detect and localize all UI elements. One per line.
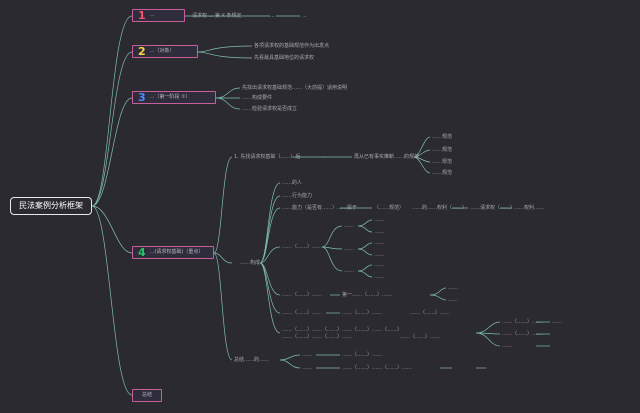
branch-4[interactable]: 4 ...(请求权基础)（重点） — [132, 246, 214, 259]
b4-row-a-3: …… — [448, 285, 458, 291]
b4-row-c-2: ……（……）……（……）…… — [282, 334, 353, 340]
b1-child-2: ... — [270, 13, 275, 19]
b4-mid-2: ……行为能力 — [282, 193, 313, 199]
b4-row-c-far-1: …… — [552, 319, 562, 325]
branch-4-number: 4 — [138, 246, 146, 259]
b4-top-leaf-3: ……规范 — [432, 159, 453, 165]
b4-row-c-right-3: …… — [502, 343, 512, 349]
b4-bottom-1: …… — [302, 352, 312, 358]
b4-mid-4: ……（……）…… — [282, 244, 323, 250]
branch-2-number: 2 — [138, 45, 146, 58]
b4-row-c-right-2: ……（……）…… — [502, 331, 543, 337]
branch-3-label: ...（第一阶段 ①） — [149, 94, 191, 100]
b1-child-1: 请求权 ... 第 X 条规定 — [192, 13, 242, 19]
b2-child-1: 各项请求权的基础规范作为出发点 — [254, 43, 330, 49]
branch-1-number: 1 — [138, 9, 146, 22]
b4-row-b-3: ……（……）…… — [410, 310, 451, 316]
b2-child-2: 先看最具基础地位的请求权 — [254, 55, 315, 61]
b3-child-1: 先找出请求权基础规范……（大前提）适用说明 — [242, 85, 348, 91]
branch-2[interactable]: 2 ...（对象） — [132, 45, 198, 58]
b4-row-a-2: 第一……（……）…… — [342, 292, 393, 298]
b4-tree-8: …… — [374, 262, 384, 268]
b4-row-a-4: …… — [448, 297, 458, 303]
b4-tree-5: …… — [374, 229, 384, 235]
b4-row-c-right-1: ……（……）…… — [502, 319, 543, 325]
b4-bottom-3: …… — [302, 365, 312, 371]
branch-1[interactable]: 1 ... — [132, 9, 185, 22]
b4-tree-2: …… — [344, 246, 354, 252]
branch-3[interactable]: 3 ...（第一阶段 ①） — [132, 91, 216, 104]
b4-tree-9: …… — [374, 274, 384, 280]
b4-bottom-4: ……（……）……（……）…… — [342, 365, 413, 371]
b4-row-c-1: ……（……）……（……）……（……）……（……） — [282, 327, 403, 333]
branch-1-label: ... — [149, 12, 155, 18]
b4-tree-3: …… — [344, 268, 354, 274]
b4-chain-1: （……规范） — [374, 205, 405, 211]
b4-row-a-1: ……（……）…… — [282, 292, 323, 298]
b4-top-leaf-2: ……规范 — [432, 147, 453, 153]
b4-row-c-3: ……（……）…… — [400, 334, 441, 340]
b4-mid-3: ……能力（是否有……）……属于 — [282, 205, 358, 211]
b4-tree-root: ……构成 — [240, 260, 261, 266]
b4-tree-4: …… — [374, 217, 384, 223]
b4-top-3: 再从已有事实推断……的规范 — [354, 154, 420, 160]
b4-tree-1: …… — [344, 223, 354, 229]
b4-top-1: 1. 先找请求权基础（……）后 — [234, 154, 301, 160]
b4-chain-3: ……请求权（……） — [470, 205, 516, 211]
b4-bottom-2: ……（……）…… — [342, 352, 383, 358]
b4-top-leaf-4: ……规范 — [432, 170, 453, 176]
b4-chain-2: ……的……权利（……） — [412, 205, 468, 211]
branch-5-label: 总结 — [142, 392, 153, 398]
b4-row-b-1: ……（……）…… — [282, 310, 323, 316]
branch-2-label: ...（对象） — [149, 48, 175, 54]
b4-tree-7: …… — [374, 252, 384, 258]
b4-mid-1: ……的人 — [282, 180, 303, 186]
b4-chain-4: ……权利…… — [514, 205, 545, 211]
b3-child-2: ……构成要件 — [242, 95, 273, 101]
b4-row-b-2: ……（……）…… — [342, 310, 383, 316]
root-node[interactable]: 民法案例分析框架 — [10, 197, 92, 215]
branch-3-number: 3 — [138, 91, 146, 104]
root-label: 民法案例分析框架 — [19, 201, 83, 210]
b1-child-3: ... — [302, 13, 307, 19]
b4-tree-6: …… — [374, 240, 384, 246]
branch-4-label: ...(请求权基础)（重点） — [149, 249, 204, 255]
b4-top-leaf-1: ……规范 — [432, 134, 453, 140]
branch-5[interactable]: 总结 — [132, 389, 162, 402]
b4-bottom-label: 总结……的…… — [234, 357, 270, 363]
b3-child-3: ……检验请求权是否成立 — [242, 106, 298, 112]
b4-top-2: -- — [322, 154, 326, 160]
